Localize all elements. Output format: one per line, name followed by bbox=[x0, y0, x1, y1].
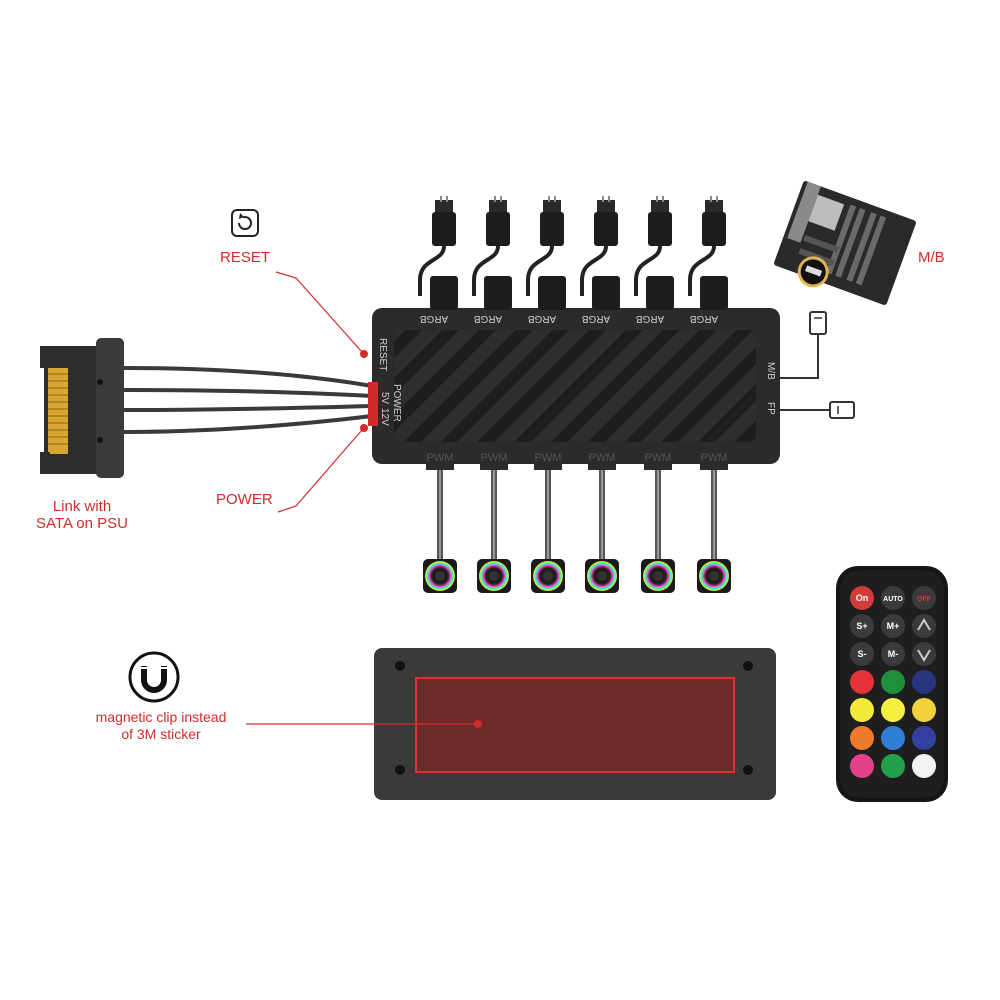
remote-color-button bbox=[850, 726, 874, 750]
argb-label-4: ARGB bbox=[582, 313, 611, 324]
fan-icon bbox=[477, 559, 511, 593]
remote-control bbox=[836, 566, 948, 802]
remote-m-minus-label: M- bbox=[888, 649, 899, 659]
remote-on-label: On bbox=[856, 593, 869, 603]
pwm-port-labels: PWM PWM PWM PWM PWM PWM bbox=[427, 452, 728, 464]
remote-color-button bbox=[881, 726, 905, 750]
magnet-caption-line2: of 3M sticker bbox=[121, 726, 201, 742]
argb-label-2: ARGB bbox=[474, 313, 503, 324]
fp-plug bbox=[829, 401, 855, 419]
argb-label-1: ARGB bbox=[420, 313, 449, 324]
sata-connector bbox=[40, 338, 124, 478]
argb-port-labels: ARGB ARGB ARGB ARGB ARGB ARGB bbox=[420, 313, 719, 324]
remote-color-button bbox=[850, 670, 874, 694]
remote-color-button bbox=[881, 754, 905, 778]
sata-caption-line2: SATA on PSU bbox=[36, 515, 128, 532]
mb-fp-cables bbox=[780, 334, 830, 411]
fan-icon bbox=[641, 559, 675, 593]
fan-icon bbox=[697, 559, 731, 593]
remote-color-button bbox=[881, 698, 905, 722]
remote-off-label: OFF bbox=[917, 596, 932, 603]
pwm-label-3: PWM bbox=[535, 452, 562, 464]
pwm-label-5: PWM bbox=[645, 452, 672, 464]
argb-label-3: ARGB bbox=[528, 313, 557, 324]
remote-auto-label: AUTO bbox=[883, 596, 903, 603]
pwm-ports bbox=[426, 456, 728, 560]
remote-s-minus-button bbox=[850, 642, 874, 666]
reset-icon bbox=[231, 209, 259, 237]
remote-color-grid bbox=[850, 670, 936, 778]
remote-m-plus-label: M+ bbox=[887, 621, 900, 631]
hub-12v-label: 12V bbox=[379, 408, 390, 426]
remote-color-button bbox=[912, 698, 936, 722]
remote-color-button bbox=[881, 670, 905, 694]
remote-off-button bbox=[912, 586, 936, 610]
remote-bright-up-button bbox=[912, 614, 936, 638]
hub-5v-label: 5V bbox=[379, 392, 390, 405]
mb-plug bbox=[809, 311, 827, 335]
remote-labels: On AUTO OFF S+ M+ S- M- bbox=[856, 593, 932, 659]
fan-icon bbox=[585, 559, 619, 593]
argb-label-5: ARGB bbox=[636, 313, 665, 324]
magnetic-plate bbox=[374, 648, 776, 800]
remote-m-plus-button bbox=[881, 614, 905, 638]
sata-caption-line1: Link with bbox=[53, 498, 111, 515]
hub-power-label: POWER bbox=[391, 384, 402, 422]
argb-connectors bbox=[418, 196, 728, 310]
callout-lines bbox=[246, 271, 478, 725]
remote-s-plus-label: S+ bbox=[856, 621, 867, 631]
fan-icon bbox=[531, 559, 565, 593]
hub-fp-label: FP bbox=[765, 402, 776, 415]
pwm-label-6: PWM bbox=[701, 452, 728, 464]
pwm-label-2: PWM bbox=[481, 452, 508, 464]
remote-m-minus-button bbox=[881, 642, 905, 666]
remote-color-button bbox=[912, 726, 936, 750]
remote-color-button bbox=[850, 698, 874, 722]
mb-label: M/B bbox=[918, 249, 945, 266]
argb-label-6: ARGB bbox=[690, 313, 719, 324]
hub-side-labels: RESET POWER 5V 12V M/B FP bbox=[377, 338, 776, 426]
remote-color-button bbox=[912, 754, 936, 778]
remote-auto-button bbox=[881, 586, 905, 610]
power-callout-label: POWER bbox=[216, 491, 273, 508]
magnet-icon bbox=[128, 651, 180, 703]
fan-icon bbox=[423, 559, 457, 593]
remote-color-button bbox=[850, 754, 874, 778]
remote-bright-down-button bbox=[912, 642, 936, 666]
remote-on-button bbox=[850, 586, 874, 610]
fan-hub bbox=[368, 308, 780, 464]
magnet-caption-line1: magnetic clip instead bbox=[96, 709, 227, 725]
motherboard-image bbox=[774, 181, 916, 305]
callout-dots bbox=[360, 350, 482, 728]
reset-callout-label: RESET bbox=[220, 249, 270, 266]
pwm-label-1: PWM bbox=[427, 452, 454, 464]
rgb-fans bbox=[423, 559, 731, 593]
remote-s-plus-button bbox=[850, 614, 874, 638]
remote-color-button bbox=[912, 670, 936, 694]
hub-mb-label: M/B bbox=[765, 362, 776, 380]
sata-cables bbox=[123, 366, 373, 434]
remote-s-minus-label: S- bbox=[858, 649, 867, 659]
hub-reset-label: RESET bbox=[377, 338, 388, 371]
pwm-label-4: PWM bbox=[589, 452, 616, 464]
